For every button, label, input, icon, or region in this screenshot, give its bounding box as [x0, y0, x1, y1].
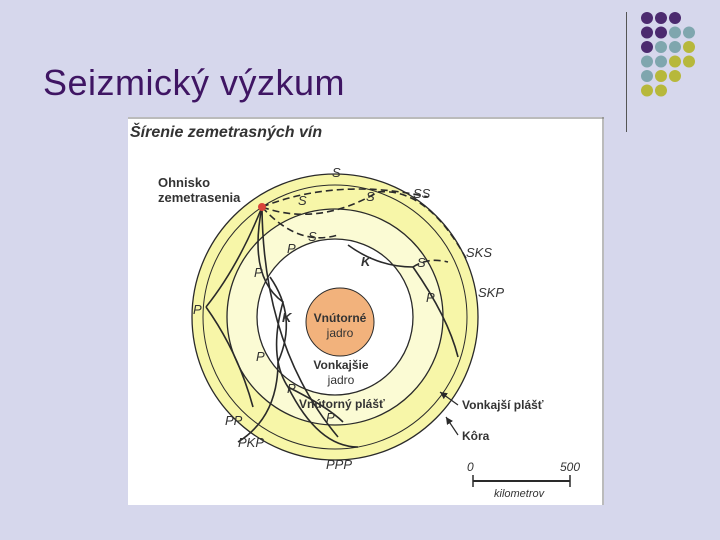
- dot-grid-decoration: [641, 12, 695, 97]
- p-right-path: [412, 266, 459, 358]
- inner-core-label-line1: Vnútorné: [314, 311, 367, 325]
- wave-label-sks: SKS: [466, 245, 492, 260]
- ss-wave-path: [261, 190, 469, 263]
- wave-label-k-upper: K: [361, 254, 372, 269]
- seismic-waves-figure: Šírenie zemetrasných vín Ohnisko zemetra…: [128, 117, 604, 505]
- crust-boundary: [202, 184, 468, 450]
- wave-label-p-left-upper: P: [254, 265, 263, 280]
- outer-mantle-leader: [439, 391, 459, 406]
- p-lower-path: [261, 206, 339, 438]
- decorative-dot: [655, 70, 667, 82]
- s-inner-wave-path: [261, 206, 339, 239]
- header-divider: [626, 12, 627, 132]
- seismic-waves-diagram: Šírenie zemetrasných vín Ohnisko zemetra…: [128, 117, 604, 505]
- wave-label-s-mid1: S: [298, 193, 307, 208]
- wave-label-p-left-lower: P: [256, 349, 265, 364]
- p-bottom-path: [287, 386, 344, 423]
- k-left-path: [269, 276, 288, 363]
- decorative-dot: [641, 26, 653, 39]
- decorative-dot: [655, 41, 667, 53]
- inner-mantle-label: Vnútorný plášť: [299, 397, 385, 411]
- decorative-dot: [669, 70, 681, 82]
- wave-label-p-bottom: P: [326, 410, 335, 425]
- wave-label-k-left: K: [282, 310, 293, 325]
- wave-label-ppp: PPP: [326, 457, 352, 472]
- sks-s-wave-path: [412, 259, 449, 268]
- wave-label-p-small: P: [287, 241, 296, 256]
- decorative-dot: [655, 84, 667, 97]
- decorative-dot: [669, 26, 681, 39]
- wave-label-s-mid2: S: [366, 189, 375, 204]
- inner-core-layer: [305, 287, 375, 357]
- k-wave-upper-path: [347, 244, 414, 268]
- earthquake-focus-point: [258, 203, 266, 211]
- decorative-dot: [669, 55, 681, 68]
- scale-start-label: 0: [467, 460, 474, 474]
- wave-label-p-right: P: [426, 290, 435, 305]
- decorative-dot: [655, 12, 667, 24]
- decorative-dot: [641, 41, 653, 53]
- outer-mantle-label: Vonkajší plášť: [462, 398, 544, 412]
- decorative-dot: [641, 12, 653, 24]
- crust-label: Kôra: [462, 429, 490, 443]
- decorative-dot: [655, 26, 667, 39]
- decorative-dot: [655, 55, 667, 68]
- decorative-dot: [641, 70, 653, 82]
- decorative-dot: [641, 55, 653, 68]
- outer-core-label-line1: Vonkajšie: [313, 358, 368, 372]
- wave-label-ss: SS: [413, 186, 431, 201]
- decorative-dot: [683, 41, 695, 53]
- figure-heading: Šírenie zemetrasných vín: [130, 122, 322, 141]
- wave-label-s-right: S: [417, 255, 426, 270]
- wave-label-skp: SKP: [478, 285, 504, 300]
- decorative-dot: [669, 41, 681, 53]
- decorative-dot: [683, 55, 695, 68]
- focus-label-line2: zemetrasenia: [158, 190, 241, 205]
- s-wave-path: [261, 188, 429, 208]
- decorative-dot: [641, 84, 653, 97]
- p-curve-left-path: [205, 306, 254, 408]
- scale-end-label: 500: [560, 460, 580, 474]
- decorative-dot: [669, 12, 681, 24]
- slide-title: Seizmický výzkum: [43, 62, 346, 103]
- wave-label-s-top: S: [332, 165, 341, 180]
- outer-core-label-line2: jadro: [327, 373, 355, 387]
- pkp-path: [237, 361, 279, 443]
- wave-label-s-inner: S: [308, 229, 317, 244]
- scale-unit-label: kilometrov: [494, 488, 546, 500]
- p-outer-left-path: [205, 206, 263, 308]
- ppp-path: [287, 386, 359, 448]
- inner-core-label-line2: jadro: [326, 326, 354, 340]
- wave-label-pp: PP: [225, 413, 243, 428]
- focus-label-line1: Ohnisko: [158, 175, 210, 190]
- decorative-dot: [683, 26, 695, 39]
- wave-label-p-lower: P: [287, 381, 296, 396]
- wave-label-pkp: PKP: [238, 435, 264, 450]
- crust-leader: [445, 416, 459, 436]
- wave-label-p-outer-left: P: [193, 302, 202, 317]
